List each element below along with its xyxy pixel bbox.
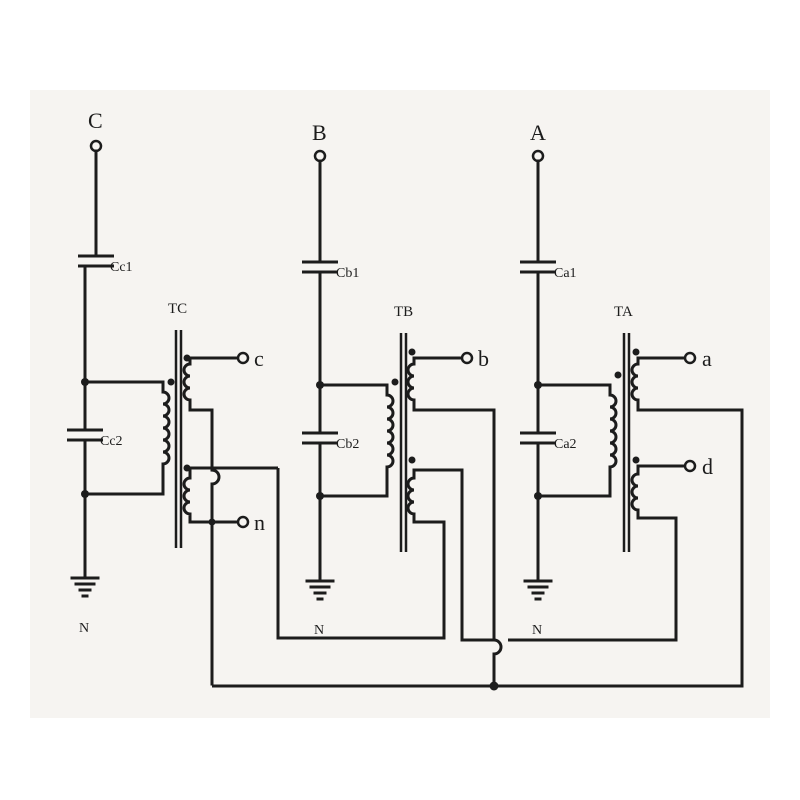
tc-primary-winding (161, 382, 171, 494)
ta-secondary-a-winding (212, 356, 744, 688)
tb-secondary-b-winding (406, 356, 496, 632)
phase-c-label: C (88, 108, 103, 133)
ta-secondary-d-winding (508, 464, 685, 642)
capacitor-cb1-label: Cb1 (336, 266, 359, 281)
capacitor-cc1-label: Cc1 (110, 260, 133, 275)
transformer-tb-label: TB (394, 304, 413, 320)
capacitor-ca1-label: Ca1 (554, 266, 577, 281)
phase-a-ground-label: N (532, 623, 542, 638)
phase-b: B Cb1 Cb2 N TB (276, 120, 496, 642)
tc-secondary-n-winding (182, 466, 278, 524)
transformer-ta-label: TA (614, 304, 633, 320)
capacitor-cc1 (78, 254, 114, 268)
crossover-wire (492, 630, 503, 688)
ground-icon (70, 576, 100, 598)
phase-c-ground-label: N (79, 621, 89, 636)
ta-primary-winding (608, 385, 618, 496)
capacitor-cb2-label: Cb2 (336, 437, 359, 452)
output-terminal-b (460, 351, 474, 365)
phase-a: A Ca1 Ca2 N TA (212, 120, 744, 688)
tc-return-wire (210, 468, 221, 686)
capacitor-cc2-label: Cc2 (100, 434, 123, 449)
phase-b-ground-label: N (314, 623, 324, 638)
output-terminal-a (683, 351, 697, 365)
output-terminal-c (236, 351, 250, 365)
common-junction (489, 681, 499, 691)
phase-a-label: A (530, 120, 546, 145)
tc-secondary-c-winding (182, 356, 238, 470)
ground-icon (523, 579, 553, 601)
ground-icon (305, 579, 335, 601)
phase-b-label: B (312, 120, 327, 145)
transformer-tc-label: TC (168, 301, 187, 317)
output-label-a: a (702, 346, 712, 371)
tb-secondary-series-winding (276, 468, 462, 640)
capacitor-ca2-label: Ca2 (554, 437, 577, 452)
phase-c: C Cc1 Cc2 N TC (67, 108, 278, 686)
output-label-b: b (478, 346, 489, 371)
output-label-d: d (702, 454, 713, 479)
output-label-c: c (254, 346, 264, 371)
output-terminal-n (236, 515, 250, 529)
tb-primary-winding (385, 385, 395, 496)
output-terminal-d (683, 459, 697, 473)
output-label-n: n (254, 510, 265, 535)
